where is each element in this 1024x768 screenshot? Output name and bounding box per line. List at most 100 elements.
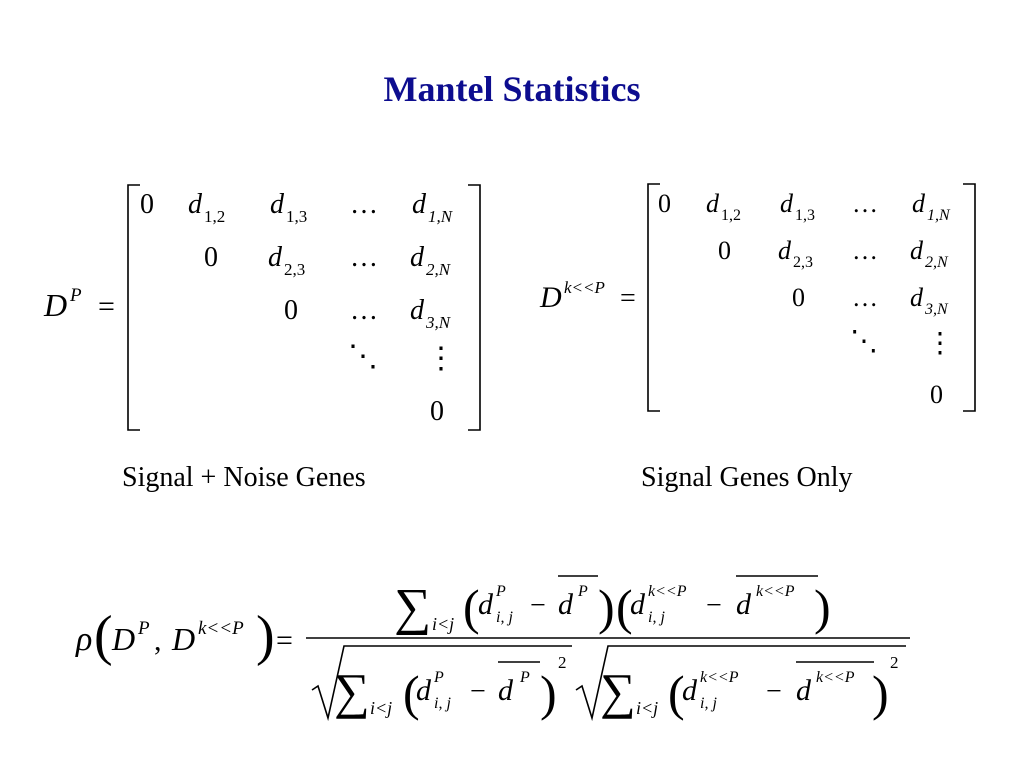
svg-text:d: d: [478, 588, 494, 621]
matrix-entry-d12: d 1,2: [188, 189, 225, 226]
matrix-entry-d2N: d 2,N: [910, 236, 949, 271]
svg-text:d: d: [270, 189, 285, 220]
matrix-entry-zero: 0: [140, 189, 154, 220]
svg-text:−: −: [706, 590, 722, 621]
svg-text:=: =: [276, 624, 293, 657]
svg-text:∑: ∑: [394, 579, 431, 636]
svg-text:d: d: [736, 588, 752, 621]
matrix-entry-zero: 0: [284, 295, 298, 326]
svg-text:i, j: i, j: [496, 609, 513, 626]
svg-text:d: d: [410, 242, 425, 273]
svg-text:d: d: [268, 242, 283, 273]
svg-text:d: d: [498, 674, 514, 707]
matrix-entry-zero: 0: [718, 236, 731, 265]
right-bracket: [468, 184, 481, 431]
svg-text:k<<P: k<<P: [756, 583, 795, 600]
svg-text:): ): [256, 605, 275, 667]
matrix-symbol: D: [539, 281, 562, 314]
svg-text:d: d: [410, 295, 425, 326]
equals-sign: =: [620, 283, 636, 314]
svg-text:2: 2: [890, 653, 899, 672]
matrix-hdots: …: [852, 189, 878, 218]
svg-text:2,N: 2,N: [426, 260, 452, 279]
svg-text:d: d: [412, 189, 427, 220]
svg-text:d: d: [910, 236, 924, 265]
matrix-hdots: …: [852, 283, 878, 312]
svg-text:P: P: [137, 618, 150, 639]
svg-text:−: −: [766, 676, 782, 707]
matrix-hdots: …: [350, 189, 378, 220]
matrix-vdots: ⋮: [426, 342, 456, 375]
svg-text:1,N: 1,N: [927, 207, 951, 224]
left-matrix-equation: D P = 0 d 1,2 d 1,3 … d 1,N 0 d 2,3 … d …: [43, 184, 481, 431]
svg-text:i, j: i, j: [700, 695, 717, 712]
matrix-entry-d13: d 1,3: [780, 189, 815, 224]
svg-text:d: d: [910, 283, 924, 312]
matrix-entry-d3N: d 3,N: [910, 283, 949, 318]
svg-text:i<j: i<j: [432, 614, 454, 634]
svg-text:(: (: [616, 579, 633, 635]
svg-text:1,2: 1,2: [204, 207, 225, 226]
svg-text:k<<P: k<<P: [816, 669, 855, 686]
svg-text:(: (: [463, 579, 480, 635]
matrix-entry-zero: 0: [204, 242, 218, 273]
svg-text:d: d: [558, 588, 574, 621]
svg-text:P: P: [577, 583, 588, 600]
equals-sign: =: [98, 290, 115, 323]
svg-text:1,2: 1,2: [721, 207, 741, 224]
svg-text:k<<P: k<<P: [198, 618, 244, 639]
svg-text:P: P: [433, 669, 444, 686]
formula-denominator-left-root: ∑ i<j ( d P i, j − d P ) 2: [311, 645, 572, 722]
right-matrix-equation: D k<<P = 0 d 1,2 d 1,3 … d 1,N 0 d 2,3 ……: [539, 183, 976, 412]
matrix-entry-d12: d 1,2: [706, 189, 741, 224]
svg-text:d: d: [706, 189, 720, 218]
left-bracket: [127, 184, 140, 431]
svg-text:∑: ∑: [600, 663, 636, 719]
svg-text:): ): [540, 665, 557, 721]
svg-text:): ): [814, 579, 831, 635]
svg-text:k<<P: k<<P: [700, 669, 739, 686]
right-bracket: [963, 183, 976, 412]
formula-numerator: ∑ i<j ( d P i, j − d P ) ( d k<<P i, j −…: [394, 575, 831, 636]
svg-text:(: (: [94, 605, 113, 667]
matrix-entry-d13: d 1,3: [270, 189, 307, 226]
matrix-entry-zero: 0: [792, 283, 805, 312]
svg-text:2,N: 2,N: [925, 254, 949, 271]
svg-text:2: 2: [558, 653, 567, 672]
matrix-hdots: …: [350, 295, 378, 326]
svg-text:d: d: [630, 588, 646, 621]
matrix-entry-d3N: d 3,N: [410, 295, 452, 332]
svg-text:d: d: [188, 189, 203, 220]
svg-text:−: −: [470, 676, 486, 707]
svg-text:(: (: [668, 665, 685, 721]
svg-text:∑: ∑: [334, 663, 370, 719]
svg-text:,: ,: [154, 624, 162, 657]
matrix-entry-zero: 0: [658, 189, 671, 218]
svg-text:P: P: [519, 669, 530, 686]
svg-text:P: P: [495, 583, 506, 600]
svg-text:i<j: i<j: [370, 698, 392, 718]
matrix-entry-d2N: d 2,N: [410, 242, 452, 279]
svg-text:D: D: [171, 621, 195, 657]
right-matrix-caption: Signal Genes Only: [641, 462, 853, 493]
svg-text:d: d: [796, 674, 812, 707]
svg-text:): ): [598, 579, 615, 635]
svg-text:d: d: [912, 189, 926, 218]
svg-text:k<<P: k<<P: [648, 583, 687, 600]
slide-title: Mantel Statistics: [383, 69, 641, 109]
formula-lhs: ρ ( D P , D k<<P ) =: [75, 605, 293, 667]
svg-text:3,N: 3,N: [924, 301, 949, 318]
matrix-ddots: ⋱: [348, 340, 378, 373]
matrix-entry-zero: 0: [430, 396, 444, 427]
svg-text:1,3: 1,3: [795, 207, 815, 224]
svg-text:2,3: 2,3: [793, 254, 813, 271]
matrix-hdots: …: [350, 242, 378, 273]
svg-text:1,N: 1,N: [428, 207, 454, 226]
svg-text:d: d: [780, 189, 794, 218]
formula-denominator-right-root: ∑ i<j ( d k<<P i, j − d k<<P ) 2: [575, 645, 906, 722]
matrix-symbol: D: [43, 287, 67, 323]
matrix-entry-d23: d 2,3: [778, 236, 813, 271]
svg-text:−: −: [530, 590, 546, 621]
svg-text:1,3: 1,3: [286, 207, 307, 226]
svg-text:): ): [872, 665, 889, 721]
